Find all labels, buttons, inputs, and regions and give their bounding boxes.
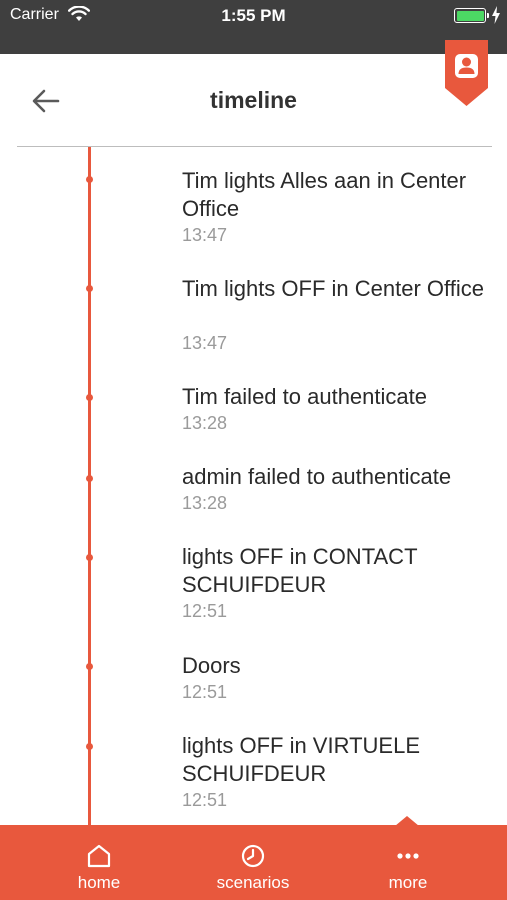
tab-bar: home scenarios more	[0, 825, 507, 900]
event-time: 12:51	[182, 682, 228, 702]
carrier-label: Carrier	[10, 6, 59, 23]
tab-label: scenarios	[216, 873, 290, 892]
home-icon	[87, 844, 111, 868]
event-time: 13:47	[182, 225, 228, 245]
header: timeline	[0, 54, 507, 146]
tab-label: home	[77, 873, 121, 892]
tab-home[interactable]: home	[29, 825, 169, 900]
arrow-left-icon	[32, 89, 60, 113]
event-text: Tim lights Alles aan in Center Office	[182, 168, 467, 221]
ellipsis-icon	[397, 853, 419, 859]
timeline-line	[88, 147, 91, 825]
back-button[interactable]	[26, 84, 66, 118]
event-text: Doors	[182, 653, 241, 678]
wifi-icon	[68, 6, 90, 21]
status-bar: Carrier 1:55 PM	[0, 0, 507, 54]
charging-icon	[492, 6, 500, 24]
timeline-dot	[86, 743, 93, 750]
event-text: admin failed to authenticate	[182, 464, 452, 489]
event-time: 13:28	[182, 493, 228, 513]
battery-icon	[454, 8, 486, 23]
event-time: 12:51	[182, 601, 228, 621]
timeline[interactable]: Tim lights Alles aan in Center Office 13…	[0, 147, 507, 825]
user-badge-icon[interactable]	[445, 40, 488, 106]
tab-more[interactable]: more	[338, 825, 478, 900]
event-time: 12:51	[182, 790, 228, 810]
event-text: lights OFF in CONTACT SCHUIFDEUR	[182, 544, 418, 597]
tab-scenarios[interactable]: scenarios	[183, 825, 323, 900]
timeline-dot	[86, 475, 93, 482]
event-text: Tim failed to authenticate	[182, 384, 427, 409]
event-time: 13:47	[182, 333, 228, 353]
event-time: 13:28	[182, 413, 228, 433]
timeline-dot	[86, 663, 93, 670]
header-divider	[17, 146, 492, 147]
timeline-dot	[86, 285, 93, 292]
tab-label: more	[388, 873, 428, 892]
event-text: lights OFF in VIRTUELE SCHUIFDEUR	[182, 733, 420, 786]
status-time: 1:55 PM	[221, 6, 286, 25]
timeline-dot	[86, 176, 93, 183]
active-tab-indicator	[395, 816, 419, 826]
timeline-dot	[86, 554, 93, 561]
clock-icon	[241, 844, 265, 868]
timeline-dot	[86, 394, 93, 401]
event-text: Tim lights OFF in Center Office	[182, 276, 484, 301]
page-title: timeline	[210, 87, 297, 113]
